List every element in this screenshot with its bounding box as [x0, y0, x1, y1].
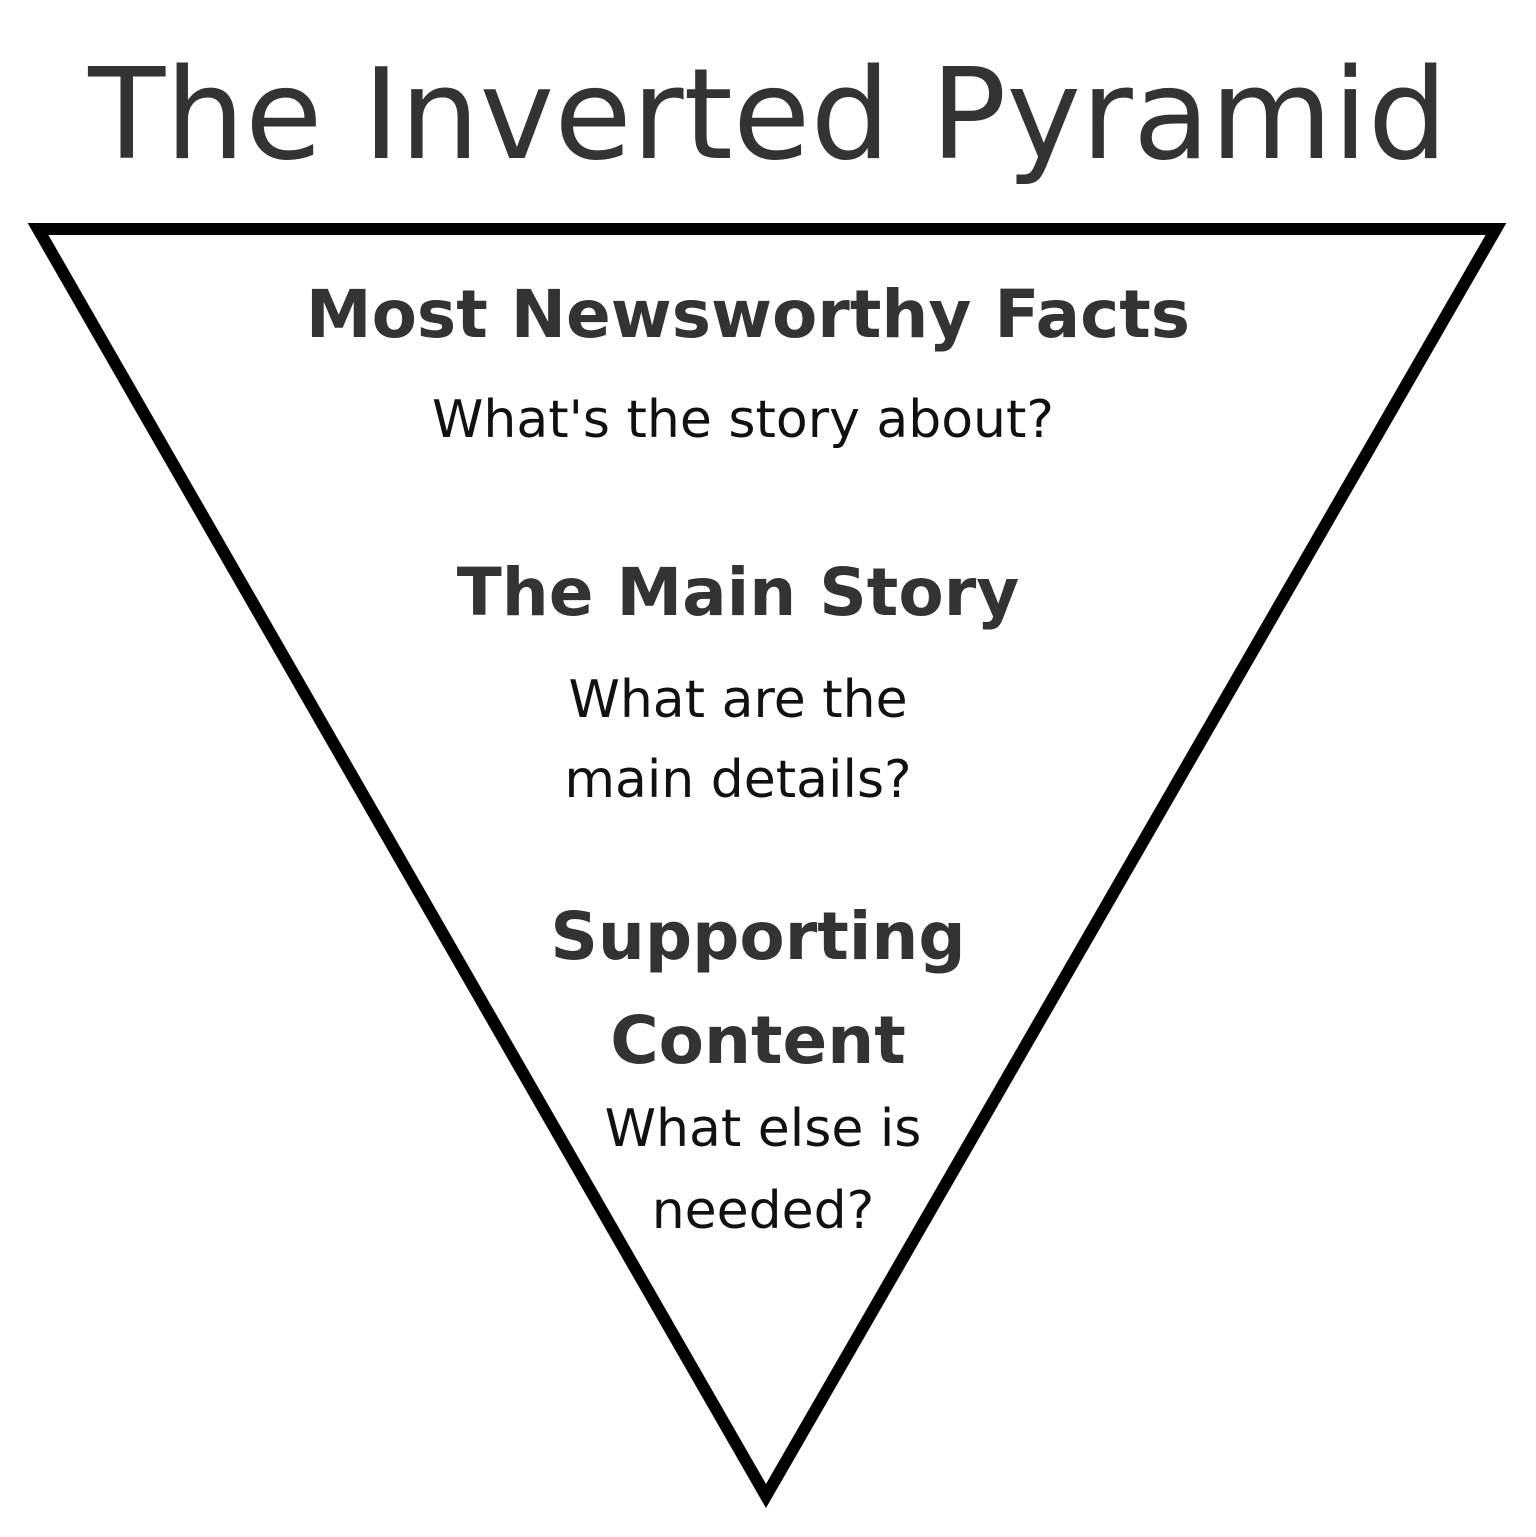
- level-2-heading: The Main Story: [0, 548, 1476, 638]
- level-3-question-line-2: needed?: [651, 1181, 875, 1241]
- level-1-heading-line: Most Newsworthy Facts: [305, 276, 1191, 353]
- level-2-question-line-1: What are the: [568, 670, 908, 730]
- diagram-title: The Inverted Pyramid: [88, 41, 1448, 188]
- level-1-heading: Most Newsworthy Facts: [0, 270, 1496, 360]
- level-1-question-line: What's the story about?: [431, 390, 1055, 450]
- level-3-heading-line-1: Supporting: [550, 898, 966, 975]
- level-2-question: What are the main details?: [0, 660, 1476, 820]
- pyramid-outline: [27, 223, 1507, 1509]
- level-2-question-line-2: main details?: [564, 750, 912, 810]
- level-1-question: What's the story about?: [0, 385, 1486, 455]
- level-3-question-line-1: What else is: [604, 1099, 922, 1159]
- level-3-heading-line-2: Content: [610, 1002, 906, 1079]
- level-2-heading-line: The Main Story: [456, 554, 1020, 631]
- level-3-question: What else is needed?: [0, 1088, 1526, 1252]
- level-3-heading: Supporting Content: [0, 885, 1516, 1093]
